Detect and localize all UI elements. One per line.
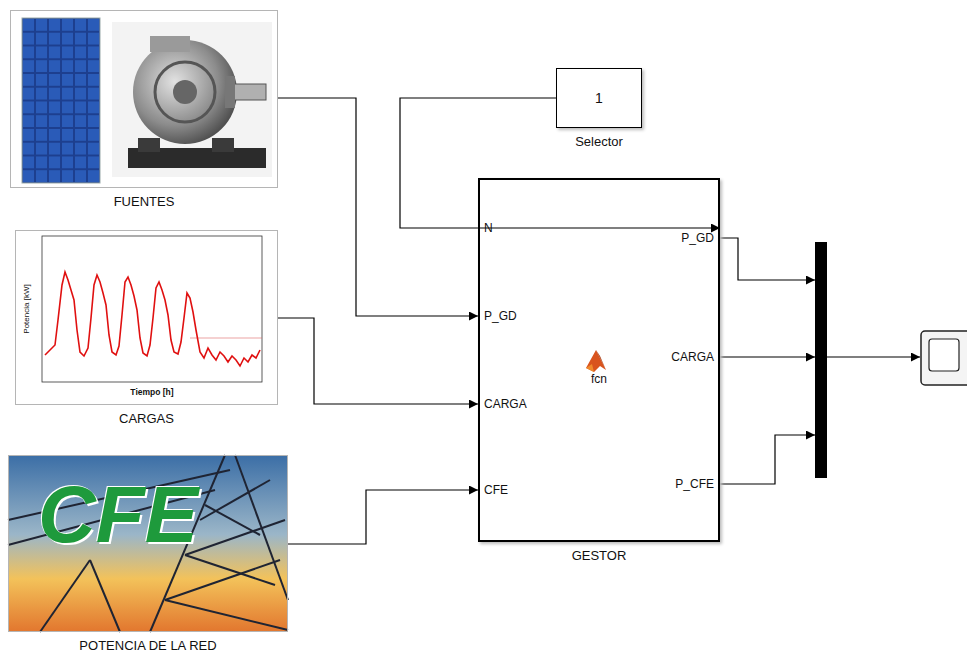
matlab-icon [586, 350, 606, 372]
axis-title: Potencia [kW] [22, 284, 32, 333]
load-chart [42, 236, 262, 382]
signal-connector [288, 490, 478, 544]
mux-bar [815, 242, 827, 478]
photo-ground [112, 22, 272, 177]
port-name: CFE [484, 482, 508, 498]
picture-ground [15, 230, 278, 405]
block-outline [15, 230, 278, 405]
axis-title: Tiempo [h] [130, 387, 173, 397]
picture-block: CARGAS [15, 230, 278, 429]
logo-text: CFE [38, 475, 198, 555]
block-outline [10, 10, 278, 188]
block-name: GESTOR [478, 547, 720, 565]
port-name: N [484, 220, 493, 236]
block-name: Selector [556, 133, 642, 151]
picture-ground [10, 10, 278, 188]
port-name: P_GD [681, 230, 714, 246]
grid-photo [8, 455, 288, 632]
signal-connector [278, 98, 478, 316]
block-content: 1 [556, 89, 642, 107]
block-name: POTENCIA DE LA RED [8, 637, 288, 654]
solar-panel [22, 18, 100, 183]
signal-connector [278, 318, 478, 404]
port-name: P_GD [484, 308, 517, 324]
block-name: CARGAS [15, 410, 278, 428]
port-name: CARGA [671, 349, 714, 365]
picture-block: FUENTES [10, 10, 278, 212]
signal-wire [720, 238, 920, 484]
block-name: FUENTES [10, 193, 278, 211]
scope-block [921, 331, 967, 385]
port-name: P_CFE [675, 476, 714, 492]
constant-block: 1Selector [556, 68, 642, 152]
signal-connector [400, 98, 720, 228]
block-content: fcn [478, 370, 720, 388]
generator [128, 36, 266, 168]
port-name: CARGA [484, 396, 527, 412]
